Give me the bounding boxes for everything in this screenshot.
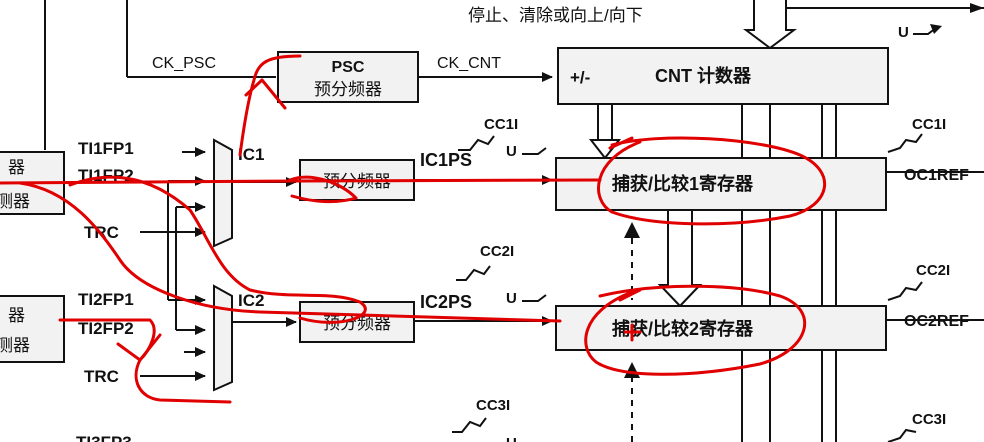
oc2ref-label: OC2REF (904, 313, 969, 330)
ch2-left-bottom: 测器 (0, 336, 30, 355)
ic1ps-label: IC1PS (420, 150, 472, 170)
ic1-label: IC1 (238, 145, 264, 164)
cc2i-out-label: CC2I (916, 262, 950, 279)
ti3fp3-label: TI3FP3 (76, 433, 132, 442)
cc1i-out-event-icon (887, 133, 923, 153)
u1-label: U (506, 143, 517, 160)
red-ch1-path (0, 178, 602, 185)
cc1i-out-label: CC1I (912, 116, 946, 133)
ch1-left-top: 器 (8, 158, 25, 177)
cnt-label: CNT 计数器 (655, 65, 752, 86)
cnt-counter-box (557, 47, 889, 105)
u2-label: U (506, 290, 517, 307)
capture-compare-2-box (555, 305, 887, 351)
red-psc-path (238, 54, 302, 157)
cc2i-out-event-icon (887, 281, 923, 301)
dashed-arrow-up-1-icon (624, 222, 640, 238)
ck-psc-label: CK_PSC (152, 55, 216, 72)
psc-sub-label: 预分频器 (314, 80, 382, 99)
red-capture2-ellipse (584, 284, 807, 376)
red-prescaler1-loop (288, 175, 358, 204)
trc2-label: TRC (84, 367, 119, 386)
red-ch1-to-ch2-path (18, 181, 562, 323)
ch2-prescaler-label: 预分频器 (323, 314, 391, 333)
cc2i-event-icon (456, 265, 491, 281)
cc3i-out-event-icon (887, 428, 917, 442)
cnt-sign-label: +/- (570, 68, 590, 87)
cc2i-in-label: CC2I (480, 243, 514, 260)
red-check-mark (116, 333, 162, 362)
ck-cnt-label: CK_CNT (437, 55, 501, 72)
ch1-left-bottom: 测器 (0, 192, 30, 211)
ti2fp2-label: TI2FP2 (78, 319, 134, 338)
red-tick-1 (608, 136, 634, 150)
red-squiggle-1 (68, 175, 367, 324)
cc3i-event-icon (452, 417, 487, 433)
capture-compare-1-box (555, 157, 887, 211)
oc1ref-label: OC1REF (904, 167, 969, 184)
ch2-filter-box (0, 295, 65, 363)
u1-event-icon (522, 147, 547, 155)
top-control-label: 停止、清除或向上/向下 (468, 6, 643, 25)
u2-event-icon (522, 294, 547, 302)
capture-compare-2-label: 捕获/比较2寄存器 (612, 318, 754, 339)
psc-label: PSC (332, 59, 365, 76)
ch2-mux (213, 284, 233, 392)
cc1i-event-icon (458, 135, 495, 151)
u3-label: U (506, 435, 517, 442)
ch2-left-top: 器 (8, 306, 25, 325)
u-top-label: U (898, 24, 909, 41)
ic2ps-label: IC2PS (420, 292, 472, 312)
red-capture1-ellipse (597, 136, 827, 226)
ti2fp1-label: TI2FP1 (78, 290, 134, 309)
ti1fp1-label: TI1FP1 (78, 139, 134, 158)
red-annotations (0, 54, 827, 404)
cnt-bus-lines (597, 104, 837, 442)
ic2-label: IC2 (238, 291, 264, 310)
capture-compare-1-label: 捕获/比较1寄存器 (612, 173, 754, 194)
red-psc-arrow (244, 78, 287, 110)
cc3i-in-label: CC3I (476, 397, 510, 414)
cc1i-in-label: CC1I (484, 116, 518, 133)
red-tick-2 (618, 288, 642, 302)
red-plus-mark (623, 323, 642, 342)
dashed-arrow-up-2-icon (624, 362, 640, 378)
top-right-arrow-icon (970, 3, 984, 13)
cc3i-out-label: CC3I (912, 411, 946, 428)
ch1-mux (213, 138, 233, 248)
u-top-arrowhead-icon (930, 24, 942, 34)
